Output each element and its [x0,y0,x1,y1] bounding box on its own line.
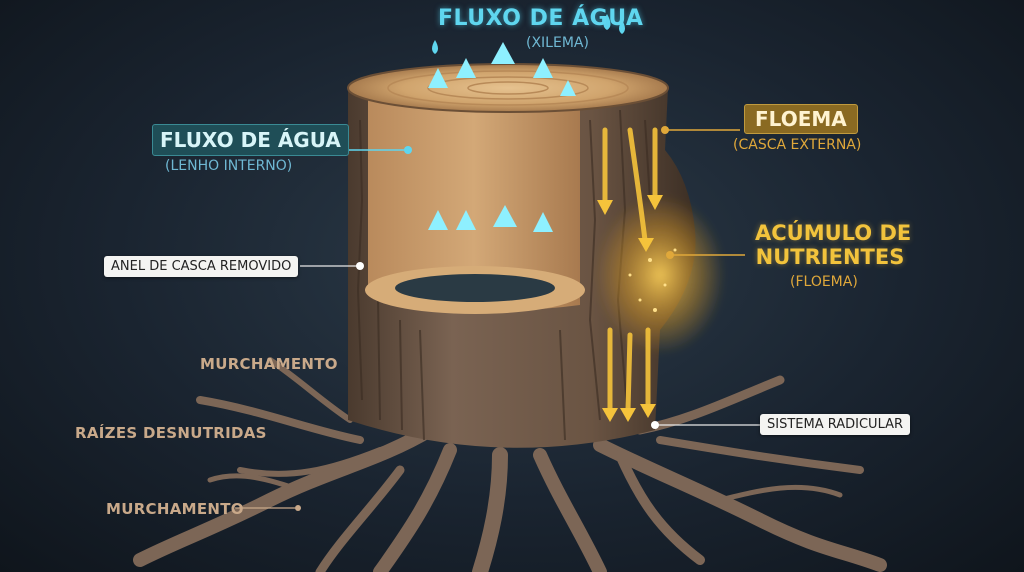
water-drop-icon [432,14,625,54]
phloem-label: FLOEMA [744,104,858,134]
left-connector-dot [404,146,412,154]
root-system-label: SISTEMA RADICULAR [760,414,911,435]
nutrients-title: ACÚMULO DE NUTRIENTES [755,221,912,269]
roots [133,357,887,572]
nutrients-line2: NUTRIENTES [755,245,905,269]
left-water-subtitle: (LENHO INTERNO) [165,158,293,174]
ring-removed-label: ANEL DE CASCA REMOVIDO [104,256,299,277]
top-subtitle: (XILEMA) [526,35,589,51]
roots-undernourished-label: RAÍZES DESNUTRIDAS [75,424,267,442]
wilting-label-1: MURCHAMENTO [200,355,338,373]
exposed-wood [368,92,580,310]
nutrients-line1: ACÚMULO DE [755,221,912,245]
wilting-label-2: MURCHAMENTO [106,500,244,518]
phloem-subtitle: (CASCA EXTERNA) [733,137,862,153]
left-water-label: FLUXO DE ÁGUA [152,124,349,156]
nutrients-subtitle: (FLOEMA) [790,274,858,290]
top-title: FLUXO DE ÁGUA [438,6,644,31]
phloem-arrows [602,127,658,413]
